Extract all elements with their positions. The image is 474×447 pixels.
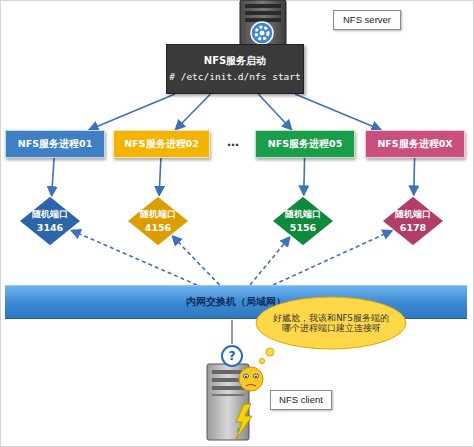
node-text: 随机端口 [140,209,176,219]
connector-arrow [295,94,381,130]
dashed-connector [71,230,197,285]
node-text: 3146 [37,222,63,233]
client-link-line [231,320,233,344]
node-text: 内网交换机（局域网） [186,296,286,308]
diamond-outline [382,196,444,246]
diamond-shape [381,195,445,247]
node-text: # /etc/init.d/nfs start [169,71,301,82]
process-box: NFS服务进程01 [5,130,105,158]
node-text: 5156 [290,222,316,233]
connector-arrow [89,94,175,130]
start-command-box: NFS服务启动 # /etc/init.d/nfs start [166,44,304,94]
process-box: NFS服务进程05 [255,130,355,158]
process-box: NFS服务进程02 [113,130,210,158]
node-text: 好尴尬，我该和NFS服务端的哪个进程端口建立连接呀 [271,313,391,333]
node-text: NFS服务启动 [204,55,266,67]
diamond-shape [126,195,190,247]
node-text: NFS服务进程02 [124,138,199,149]
client-label: NFS client [270,390,332,410]
node-text: 随机端口 [285,209,321,219]
port-diamond: 随机端口 3146 [18,195,82,247]
node-text: 6178 [400,222,426,233]
node-text: 随机端口 [395,209,431,219]
diamond-outline [127,196,189,246]
node-text: NFS server [343,14,391,25]
connector-arrow [258,94,292,130]
worried-face [239,367,263,391]
thought-trail [259,348,274,364]
question-circle [222,346,242,366]
node-text: NFS服务进程05 [268,138,343,149]
server-label: NFS server [333,10,401,30]
node-text: NFS服务进程01 [18,138,93,149]
port-diamond: 随机端口 4156 [126,195,190,247]
dashed-connector [250,237,290,286]
dashed-connector [172,236,220,285]
question-mark: ? [222,346,242,366]
diamond-outline [272,196,334,246]
connector-arrow [52,158,55,196]
node-text: NFS client [279,394,323,405]
diamond-shape [271,195,335,247]
connector-arrow [413,158,415,196]
dashed-connector [273,230,392,285]
node-text: 随机端口 [32,209,68,219]
bubble-outline [256,297,406,349]
diamond-outline [19,196,81,246]
thought-bubble: 好尴尬，我该和NFS服务端的哪个进程端口建立连接呀 [255,296,407,350]
port-diamond: 随机端口 5156 [271,195,335,247]
connector-arrow [175,94,210,130]
connector-arrow [303,158,305,196]
ellipsis: … [213,130,253,154]
node-text: 4156 [145,222,171,233]
node-text: NFS服务进程0X [377,138,452,149]
port-diamond: 随机端口 6178 [381,195,445,247]
lightning-symbol [236,404,252,440]
diamond-shape [18,195,82,247]
process-box: NFS服务进程0X [365,130,465,158]
connector-arrow [159,158,161,196]
